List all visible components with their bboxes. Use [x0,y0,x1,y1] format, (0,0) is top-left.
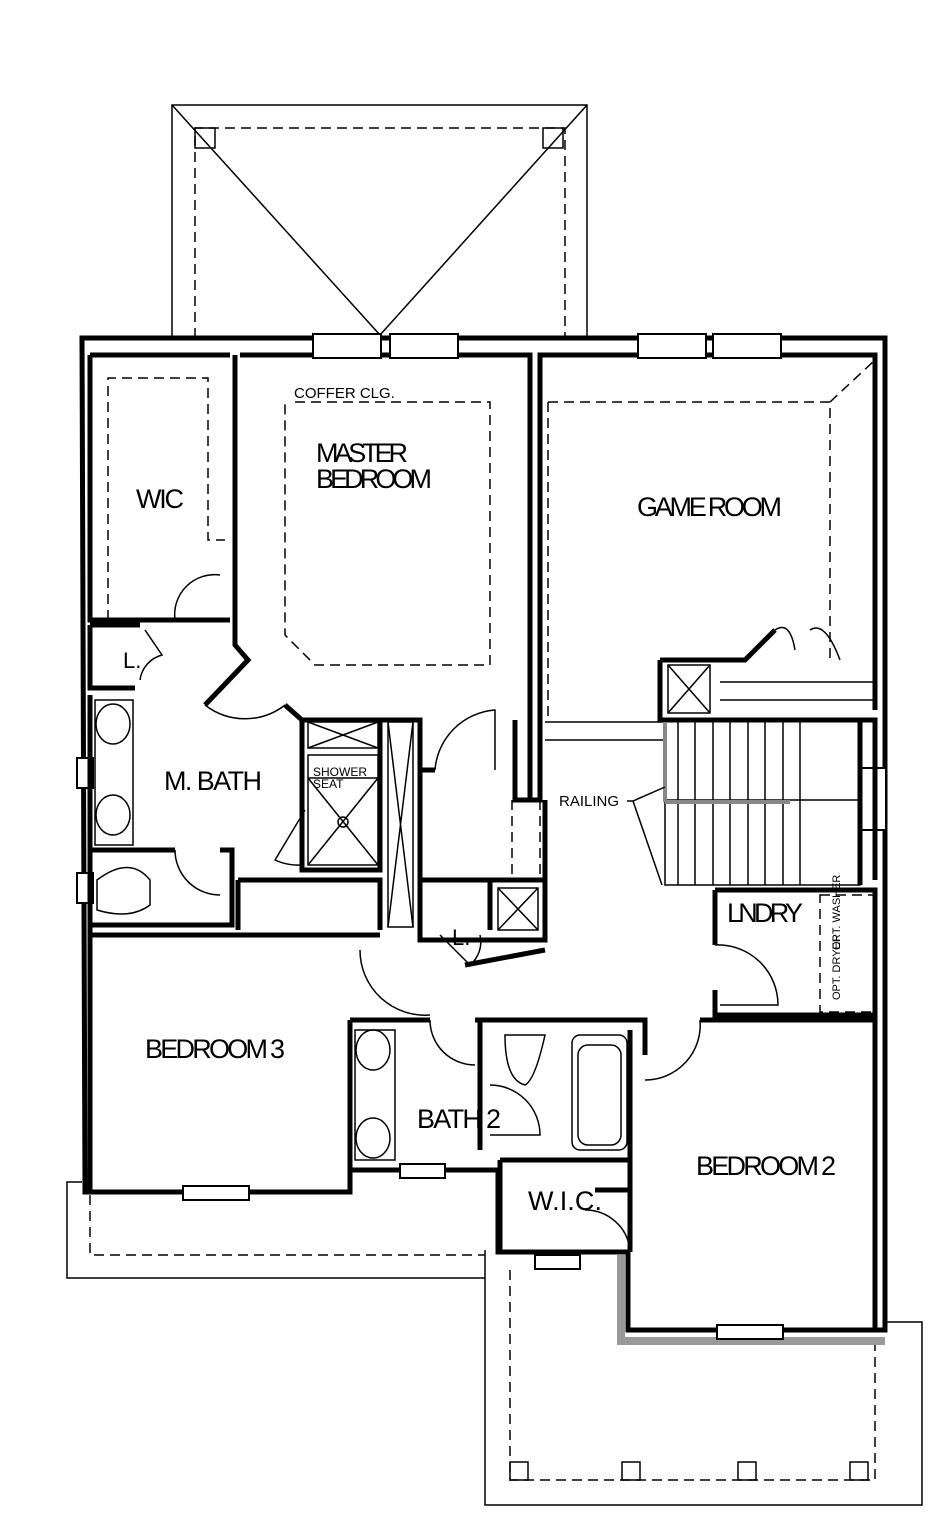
label-game-room: GAME ROOM [637,492,782,522]
label-bath-2: BATH 2 [417,1104,501,1134]
label-linen-1: L. [123,648,141,673]
front-porch-roof [171,104,588,339]
label-wic-2: W.I.C. [528,1186,602,1216]
label-master: MASTER [316,438,408,468]
label-railing: RAILING [559,793,619,810]
label-opt-dryer: OPT. DRYER [831,934,843,1000]
doors [139,573,841,1251]
label-master-bath: M. BATH [164,766,262,796]
label-coffer-ceiling: COFFER CLG. [294,385,395,402]
label-seat: SEAT [313,777,344,791]
label-linen-2: L. [452,925,470,950]
lower-roof-left [66,1181,485,1279]
railing-leader [627,786,666,886]
label-bedroom-2: BEDROOM 2 [696,1151,836,1181]
windows [76,333,887,1340]
label-opt-washer: OPT. WASHER [831,875,843,950]
rear-porch [484,1250,923,1506]
fixtures [94,359,876,1161]
label-bedroom-3: BEDROOM 3 [145,1034,285,1064]
label-wic: WIC [136,484,184,514]
label-shower: SHOWER [313,765,367,779]
label-master-bedroom: BEDROOM [316,464,432,494]
label-laundry: LNDRY [727,898,803,928]
stairs [545,719,861,886]
